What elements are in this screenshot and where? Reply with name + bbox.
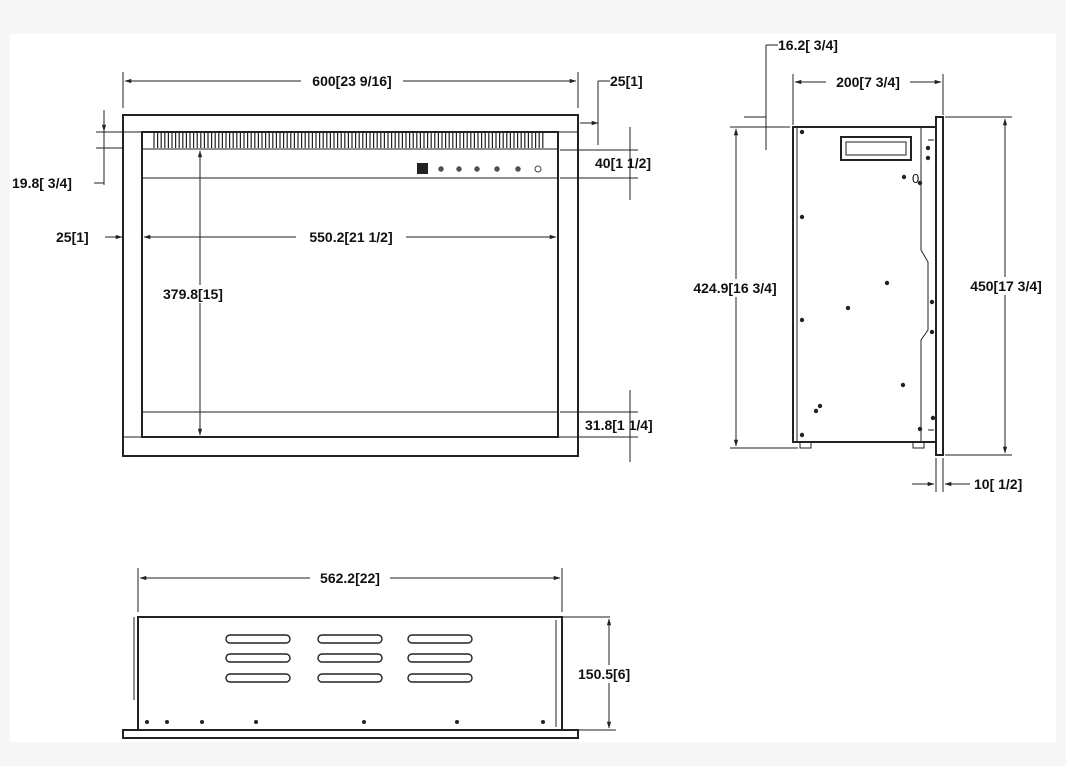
left-frame-label: 25[1] bbox=[56, 229, 89, 245]
bottom-band-label: 31.8[1 1/4] bbox=[585, 417, 653, 433]
header-band-label: 40[1 1/2] bbox=[595, 155, 651, 171]
top-offset-label: 19.8[ 3/4] bbox=[12, 175, 72, 191]
side-view: 0 16.2[ 3/4] 200[7 3/4] 424.9[16 3/4] 45… bbox=[682, 37, 1052, 492]
overall-height-label: 450[17 3/4] bbox=[970, 278, 1042, 294]
depth-label: 200[7 3/4] bbox=[836, 74, 900, 90]
front-outer-frame bbox=[122, 114, 579, 457]
control-panel-display bbox=[417, 163, 428, 174]
opening-height-label: 379.8[15] bbox=[163, 286, 223, 302]
panel-mark: 0 bbox=[912, 171, 919, 186]
flange-label: 10[ 1/2] bbox=[974, 476, 1022, 492]
side-frame-label: 25[1] bbox=[610, 73, 643, 89]
front-grille bbox=[153, 133, 544, 148]
control-buttons bbox=[438, 165, 542, 173]
opening-width-label: 550.2[21 1/2] bbox=[309, 229, 392, 245]
side-top-offset-label: 16.2[ 3/4] bbox=[778, 37, 838, 53]
front-view: 600[23 9/16] 25[1] 19.8[ 3/4] 40[1 1/2] … bbox=[12, 72, 653, 462]
side-screws bbox=[799, 129, 936, 438]
side-vent-slot bbox=[840, 136, 912, 161]
side-front-flange bbox=[935, 116, 944, 456]
overall-width-label: 600[23 9/16] bbox=[312, 73, 391, 89]
body-height-label: 424.9[16 3/4] bbox=[693, 280, 776, 296]
top-width-label: 562.2[22] bbox=[320, 570, 380, 586]
top-rivets bbox=[145, 720, 545, 724]
front-inner-opening bbox=[141, 131, 559, 438]
top-view: 562.2[22] 150.5[6] bbox=[122, 568, 643, 739]
drawing-sheet bbox=[10, 34, 1056, 742]
top-depth-label: 150.5[6] bbox=[578, 666, 630, 682]
top-front-flange bbox=[122, 729, 579, 739]
top-vents bbox=[225, 634, 473, 683]
